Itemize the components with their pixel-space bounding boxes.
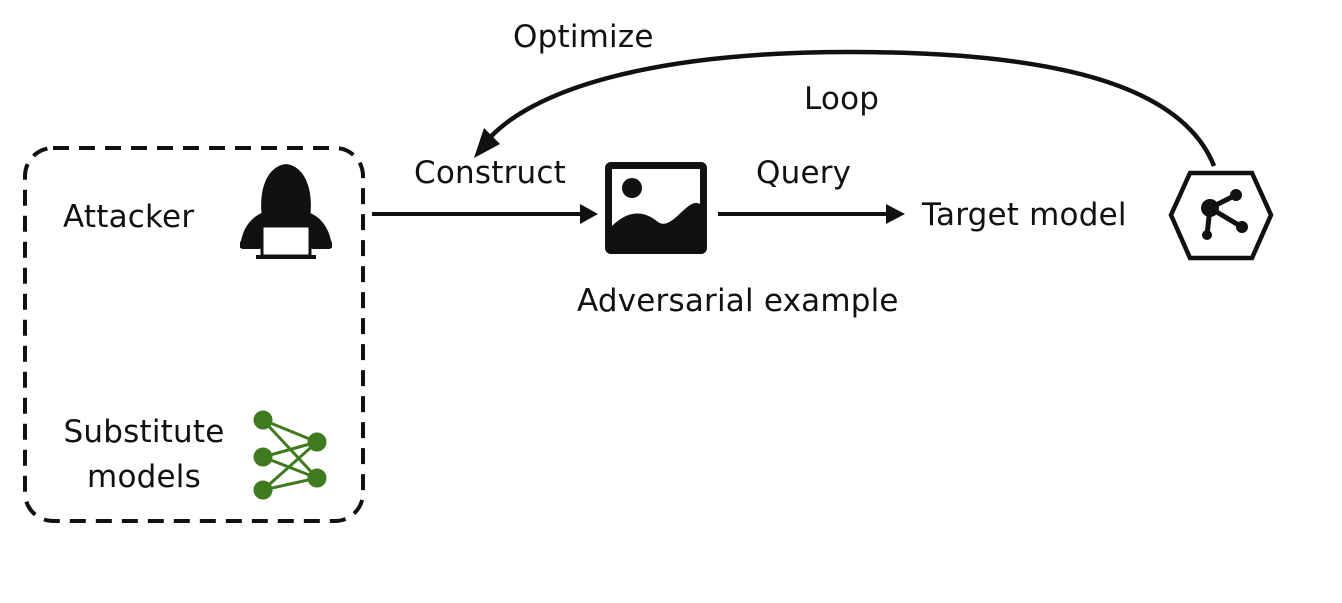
substitute-models-line2: models bbox=[87, 459, 201, 495]
substitute-models-label: Substitute models bbox=[62, 410, 226, 500]
attacker-label: Attacker bbox=[63, 199, 195, 235]
image-photo-icon bbox=[605, 162, 707, 254]
attacker-group-box bbox=[23, 146, 365, 523]
optimize-loop-arrowhead bbox=[474, 128, 500, 158]
adversarial-example-label: Adversarial example bbox=[577, 283, 899, 319]
hooded-hacker-laptop-icon bbox=[240, 164, 332, 259]
hexagon-share-node-icon bbox=[1168, 170, 1274, 261]
query-arrowhead bbox=[886, 204, 905, 224]
construct-label: Construct bbox=[414, 155, 566, 191]
query-label: Query bbox=[756, 155, 852, 191]
neural-network-icon bbox=[253, 410, 327, 500]
target-model-label: Target model bbox=[922, 197, 1127, 233]
substitute-models-line1: Substitute bbox=[63, 414, 225, 450]
optimize-label: Optimize bbox=[513, 19, 654, 55]
optimize-loop-arrow bbox=[484, 49, 1217, 167]
construct-arrowhead bbox=[580, 204, 598, 224]
loop-label: Loop bbox=[804, 81, 880, 117]
